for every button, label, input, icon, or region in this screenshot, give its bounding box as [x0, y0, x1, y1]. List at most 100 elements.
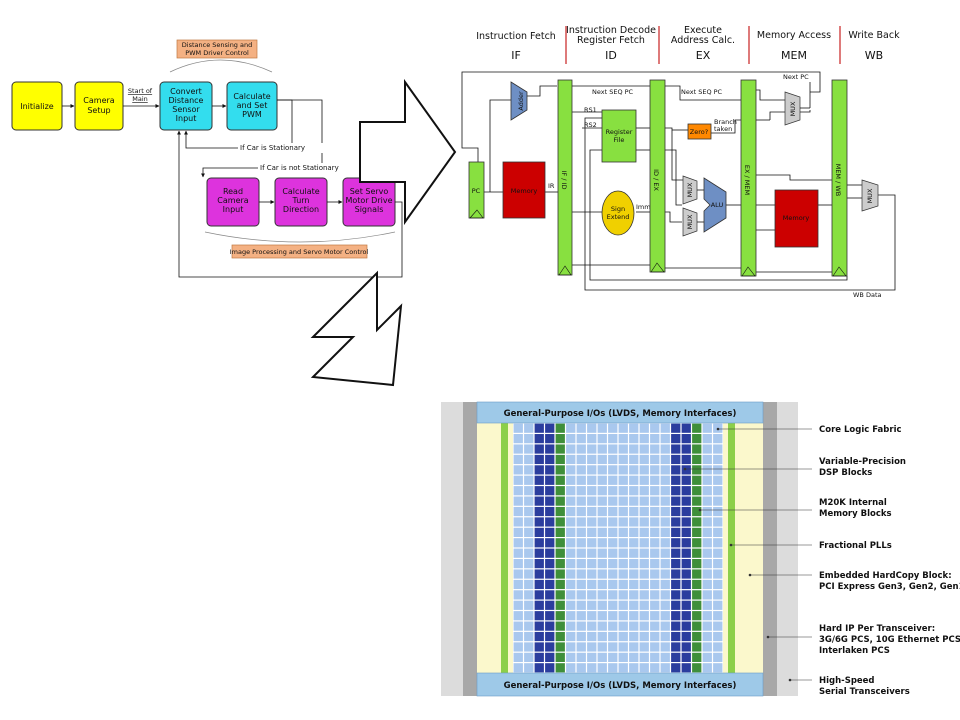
svg-text:PCI Express Gen3, Gen2, Gen1: PCI Express Gen3, Gen2, Gen1 — [819, 582, 960, 592]
dsp-block — [681, 600, 691, 610]
logic-cell — [650, 434, 660, 444]
logic-cell — [660, 663, 670, 673]
logic-cell — [597, 475, 607, 485]
logic-cell — [524, 465, 534, 475]
dsp-block — [534, 465, 544, 475]
m20k-block — [692, 423, 702, 433]
logic-cell — [650, 527, 660, 537]
svg-text:Extend: Extend — [607, 213, 630, 221]
dsp-block — [671, 486, 681, 496]
dsp-block — [671, 454, 681, 465]
logic-cell — [608, 663, 618, 673]
initialize-label: Initialize — [20, 102, 54, 111]
servo-line-3: Signals — [355, 205, 384, 214]
dsp-block — [545, 423, 555, 433]
logic-cell — [629, 506, 639, 517]
logic-cell — [650, 631, 660, 642]
logic-cell — [524, 423, 534, 433]
logic-cell — [713, 538, 723, 548]
logic-cell — [524, 506, 534, 517]
m20k-block — [555, 444, 565, 454]
logic-cell — [702, 496, 712, 506]
dsp-block — [545, 579, 555, 590]
logic-cell — [524, 559, 534, 569]
next-seq-pc-label-1: Next SEQ PC — [592, 88, 634, 96]
logic-cell — [629, 559, 639, 569]
adder-block — [510, 81, 528, 121]
logic-cell — [618, 486, 628, 496]
svg-text:Sensor: Sensor — [172, 105, 200, 114]
logic-cell — [513, 569, 523, 579]
logic-cell — [597, 631, 607, 642]
logic-cell — [576, 559, 586, 569]
dsp-block — [671, 621, 681, 631]
stage-wb-abbr: WB — [865, 49, 883, 62]
svg-text:Distance: Distance — [169, 96, 204, 105]
svg-text:Direction: Direction — [283, 205, 319, 214]
stage-id-head-1: Instruction Decode — [566, 25, 656, 36]
logic-cell — [618, 538, 628, 548]
logic-cell — [639, 611, 649, 621]
transceiver-strip-right — [763, 402, 777, 696]
logic-cell — [639, 475, 649, 485]
logic-cell — [524, 434, 534, 444]
logic-cell — [608, 642, 618, 652]
logic-cell — [513, 600, 523, 610]
logic-cell — [629, 434, 639, 444]
dsp-block — [681, 579, 691, 590]
dsp-block — [545, 486, 555, 496]
logic-cell — [597, 600, 607, 610]
logic-cell — [629, 579, 639, 590]
logic-cell — [702, 663, 712, 673]
dsp-block — [534, 506, 544, 517]
m20k-block — [692, 652, 702, 662]
data-memory-label: Memory — [783, 214, 810, 222]
logic-cell — [566, 569, 576, 579]
logic-cell — [702, 506, 712, 517]
svg-text:Register: Register — [606, 128, 633, 136]
dsp-block — [671, 652, 681, 662]
logic-cell — [524, 454, 534, 465]
dsp-block — [671, 496, 681, 506]
callout-dsp-2: DSP Blocks — [819, 468, 872, 478]
callout-transceiver-2: Serial Transceivers — [819, 687, 910, 697]
logic-cell — [587, 611, 597, 621]
dsp-block — [671, 434, 681, 444]
logic-cell — [566, 486, 576, 496]
svg-text:Input: Input — [223, 205, 244, 214]
logic-cell — [608, 434, 618, 444]
logic-cell — [650, 590, 660, 600]
m20k-block — [555, 434, 565, 444]
logic-cell — [618, 506, 628, 517]
m20k-block — [692, 538, 702, 548]
logic-cell — [524, 569, 534, 579]
sign-extend-line-2: Extend — [607, 213, 630, 221]
logic-cell — [513, 663, 523, 673]
logic-cell — [608, 475, 618, 485]
adder-label: Adder — [517, 91, 525, 111]
logic-cell — [639, 621, 649, 631]
zero-label: Zero? — [690, 128, 708, 136]
stage-if-abbr: IF — [511, 49, 521, 62]
logic-cell — [608, 517, 618, 527]
start-of-main-line-2: Main — [132, 95, 148, 103]
svg-text:Instruction Decode: Instruction Decode — [566, 25, 656, 36]
dsp-block — [681, 527, 691, 537]
logic-cell — [650, 423, 660, 433]
svg-text:taken: taken — [714, 125, 732, 133]
logic-cell — [576, 527, 586, 537]
logic-cell — [608, 454, 618, 465]
logic-cell — [702, 465, 712, 475]
logic-cell — [513, 423, 523, 433]
logic-cell — [608, 465, 618, 475]
logic-cell — [566, 600, 576, 610]
logic-cell — [576, 517, 586, 527]
logic-cell — [608, 652, 618, 662]
logic-cell — [702, 486, 712, 496]
logic-cell — [576, 454, 586, 465]
logic-cell — [597, 444, 607, 454]
m20k-block — [692, 579, 702, 590]
logic-cell — [618, 475, 628, 485]
dsp-block — [671, 465, 681, 475]
dsp-block — [681, 454, 691, 465]
